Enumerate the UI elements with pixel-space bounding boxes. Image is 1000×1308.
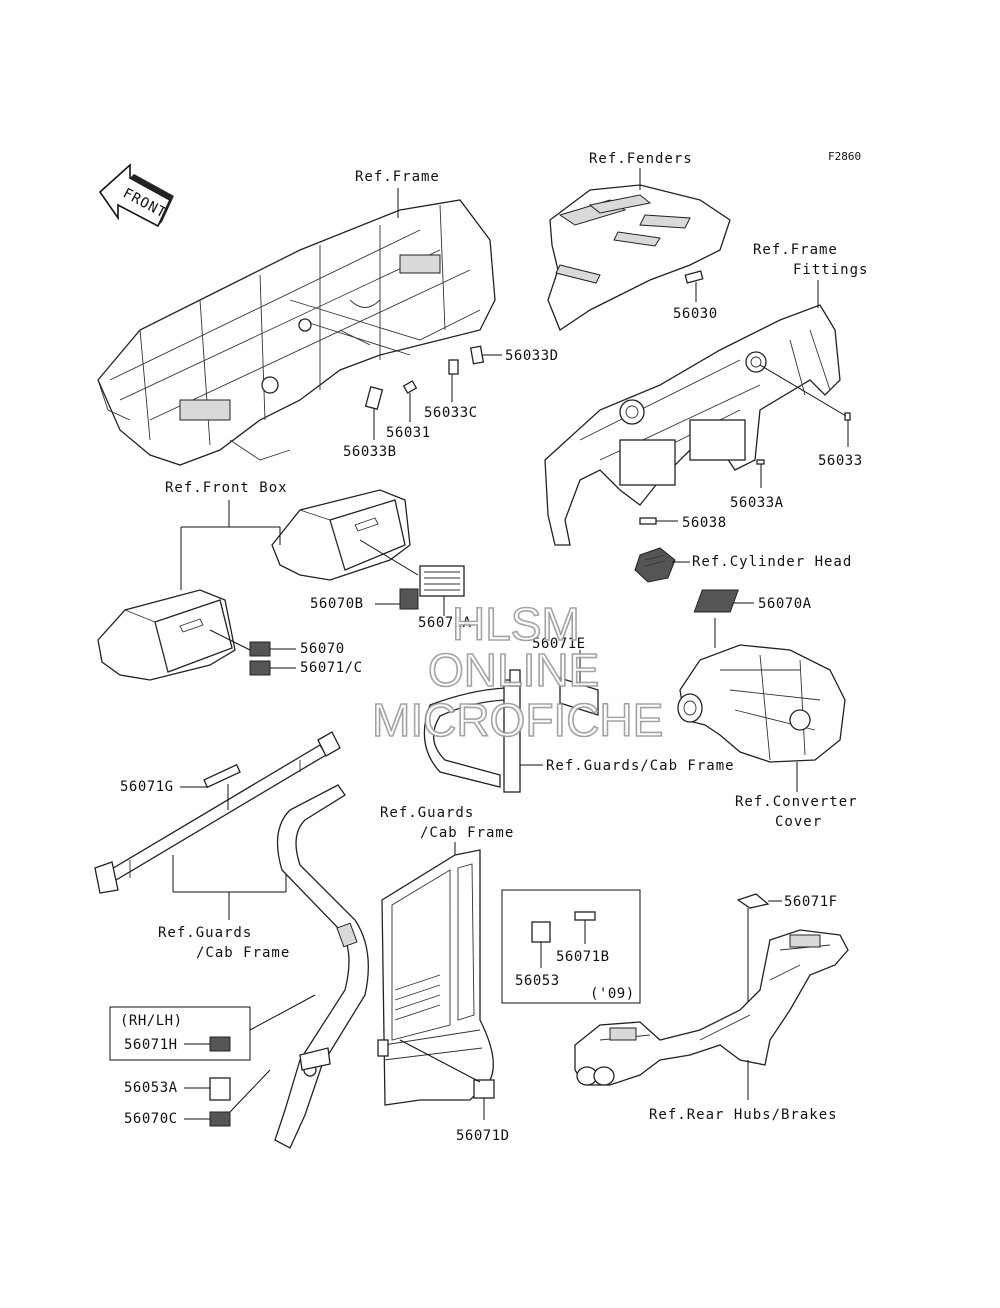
decal-56071F (736, 893, 770, 909)
ref-front-box-label: Ref.Front Box (165, 480, 288, 496)
ref-guards-left-label-2: /Cab Frame (196, 945, 290, 961)
watermark-line-1: HLSM (452, 598, 580, 650)
part-56071D[interactable]: 56071D (456, 1128, 510, 1144)
ref-guards-cab-frame-mid-label: Ref.Guards/Cab Frame (546, 758, 735, 774)
ref-frame-fittings-label-1: Ref.Frame (753, 242, 838, 258)
front-box-lower-drawing (97, 589, 236, 681)
guard-frame-middle-drawing (423, 669, 599, 793)
part-56033D[interactable]: 56033D (505, 348, 559, 364)
part-56033B[interactable]: 56033B (343, 444, 397, 460)
decal-56070B (399, 588, 419, 610)
part-56071B[interactable]: 56071B (556, 949, 610, 965)
decal-56071G (203, 763, 241, 789)
part-56031[interactable]: 56031 (386, 425, 431, 441)
decal-56070C (209, 1111, 231, 1127)
ref-frame-label: Ref.Frame (355, 169, 440, 185)
frame-fittings-drawing (544, 304, 851, 546)
part-56071G[interactable]: 56071G (120, 779, 174, 795)
decal-56070A (693, 589, 739, 613)
guard-bar-drawing (94, 731, 341, 894)
part-56053A[interactable]: 56053A (124, 1080, 178, 1096)
ref-guards-center-label-1: Ref.Guards (380, 805, 474, 821)
ref-converter-cover-label-1: Ref.Converter (735, 794, 858, 810)
part-56070C[interactable]: 56070C (124, 1111, 178, 1127)
ref-cylinder-head-label: Ref.Cylinder Head (692, 554, 852, 570)
frame-drawing (97, 199, 496, 466)
part-56070[interactable]: 56070 (300, 641, 345, 657)
ref-guards-left-label-1: Ref.Guards (158, 925, 252, 941)
part-56053[interactable]: 56053 (515, 973, 560, 989)
decal-56071A (419, 565, 465, 597)
ref-converter-cover-label-2: Cover (775, 814, 822, 830)
front-arrow-icon: FRONT (98, 163, 174, 228)
part-56070B[interactable]: 56070B (310, 596, 364, 612)
ref-rear-hubs-label: Ref.Rear Hubs/Brakes (649, 1107, 838, 1123)
decal-56071D (473, 1079, 495, 1099)
watermark: HLSM ONLINE MICROFICHE (371, 597, 664, 747)
decal-56071H (209, 1036, 231, 1052)
part-56033[interactable]: 56033 (818, 453, 863, 469)
figure-code: F2860 (828, 150, 861, 163)
ref-guards-center-label-2: /Cab Frame (420, 825, 514, 841)
decal-56070 (249, 641, 271, 657)
ref-frame-fittings-label-2: Fittings (793, 262, 868, 278)
decal-56053 (531, 921, 551, 943)
converter-cover-drawing (677, 644, 846, 763)
cab-panel-drawing (377, 849, 494, 1106)
front-box-upper-drawing (271, 489, 411, 581)
year-note: ('09) (590, 986, 635, 1002)
part-56033A[interactable]: 56033A (730, 495, 784, 511)
rh-lh-note: (RH/LH) (120, 1013, 183, 1029)
part-56071H[interactable]: 56071H (124, 1037, 178, 1053)
part-56071A[interactable]: 56071A (418, 615, 472, 631)
frame-decals (364, 345, 485, 411)
decal-56053A (209, 1077, 231, 1101)
part-56071F[interactable]: 56071F (784, 894, 838, 910)
guard-tube-drawing (274, 784, 369, 1149)
part-56071E[interactable]: 56071E (532, 636, 586, 652)
watermark-line-2: ONLINE (428, 644, 599, 696)
part-56033C[interactable]: 56033C (424, 405, 478, 421)
decal-56071B (574, 911, 596, 921)
part-56071C[interactable]: 56071/C (300, 660, 363, 676)
fenders-drawing (547, 184, 731, 331)
watermark-line-3: MICROFICHE (372, 694, 663, 746)
ref-fenders-label: Ref.Fenders (589, 151, 693, 167)
part-56070A[interactable]: 56070A (758, 596, 812, 612)
part-56030[interactable]: 56030 (673, 306, 718, 322)
rear-hub-drawing (574, 929, 849, 1086)
decal-56071C (249, 660, 271, 676)
decal-56038 (639, 517, 657, 525)
cylinder-head-part (634, 547, 676, 583)
part-56038[interactable]: 56038 (682, 515, 727, 531)
